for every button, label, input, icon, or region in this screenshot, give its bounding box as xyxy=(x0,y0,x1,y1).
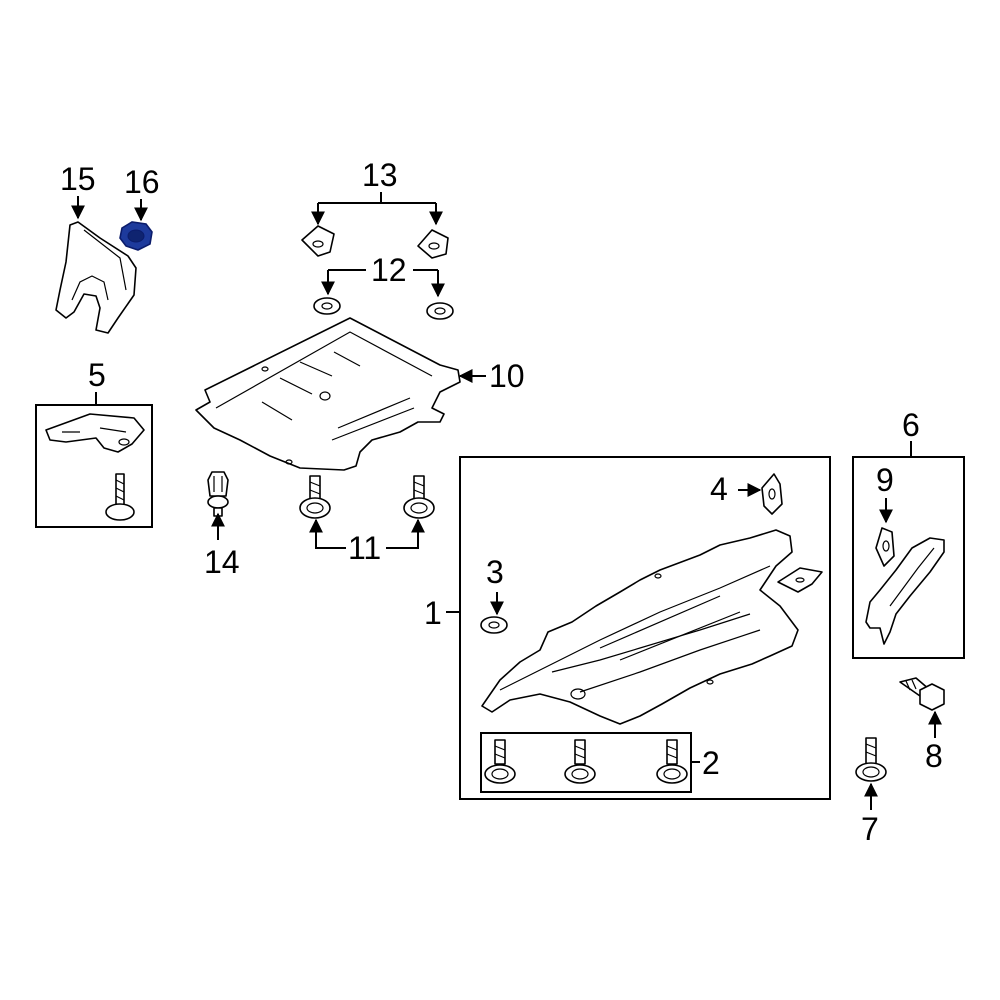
part-5-bracket[interactable] xyxy=(45,413,145,453)
callout-14: 14 xyxy=(204,544,240,580)
part-2-bolt-3[interactable] xyxy=(656,739,688,784)
callout-12: 12 xyxy=(371,252,407,288)
part-2-kit-box xyxy=(480,732,692,793)
callout-9: 9 xyxy=(876,462,894,498)
part-12-washer-right[interactable] xyxy=(426,302,454,320)
part-1-kit-box xyxy=(459,456,831,800)
callout-5: 5 xyxy=(88,357,106,393)
part-8-bolt[interactable] xyxy=(899,677,945,711)
callout-8: 8 xyxy=(925,738,943,774)
callout-13: 13 xyxy=(362,157,398,193)
part-15-bracket[interactable] xyxy=(55,221,137,334)
part-11-bolt-right[interactable] xyxy=(403,475,435,519)
part-11-bolt-left[interactable] xyxy=(299,475,331,519)
callout-4: 4 xyxy=(710,471,728,507)
part-16-nut[interactable] xyxy=(119,221,153,251)
part-2-bolt-2[interactable] xyxy=(564,739,596,784)
part-10-upper-shield[interactable] xyxy=(195,317,461,471)
callout-2: 2 xyxy=(702,745,720,781)
callout-7: 7 xyxy=(861,811,879,847)
part-5-bolt[interactable] xyxy=(105,473,135,521)
part-6-kit-box xyxy=(852,456,965,659)
part-1-lower-shield[interactable] xyxy=(481,529,799,725)
part-2-bolt-1[interactable] xyxy=(484,739,516,784)
part-13-clip-left[interactable] xyxy=(301,225,335,257)
callout-13-leader xyxy=(318,192,436,204)
callout-1: 1 xyxy=(424,595,442,631)
part-5-kit-box xyxy=(35,404,153,528)
callout-3: 3 xyxy=(486,554,504,590)
part-6-deflector[interactable] xyxy=(865,537,945,645)
part-14-push-pin[interactable] xyxy=(207,471,229,517)
callout-10: 10 xyxy=(489,358,525,394)
part-4-clip[interactable] xyxy=(761,473,783,515)
callout-16: 16 xyxy=(124,164,160,200)
callout-6: 6 xyxy=(902,407,920,443)
part-3-washer[interactable] xyxy=(480,616,508,634)
part-13-clip-right[interactable] xyxy=(417,229,449,259)
part-9-clip[interactable] xyxy=(875,527,895,567)
part-7-bolt[interactable] xyxy=(855,737,887,782)
callout-11: 11 xyxy=(348,530,381,566)
callout-15: 15 xyxy=(60,161,96,197)
part-12-washer-left[interactable] xyxy=(313,297,341,315)
part-1-side-clip[interactable] xyxy=(777,567,823,593)
